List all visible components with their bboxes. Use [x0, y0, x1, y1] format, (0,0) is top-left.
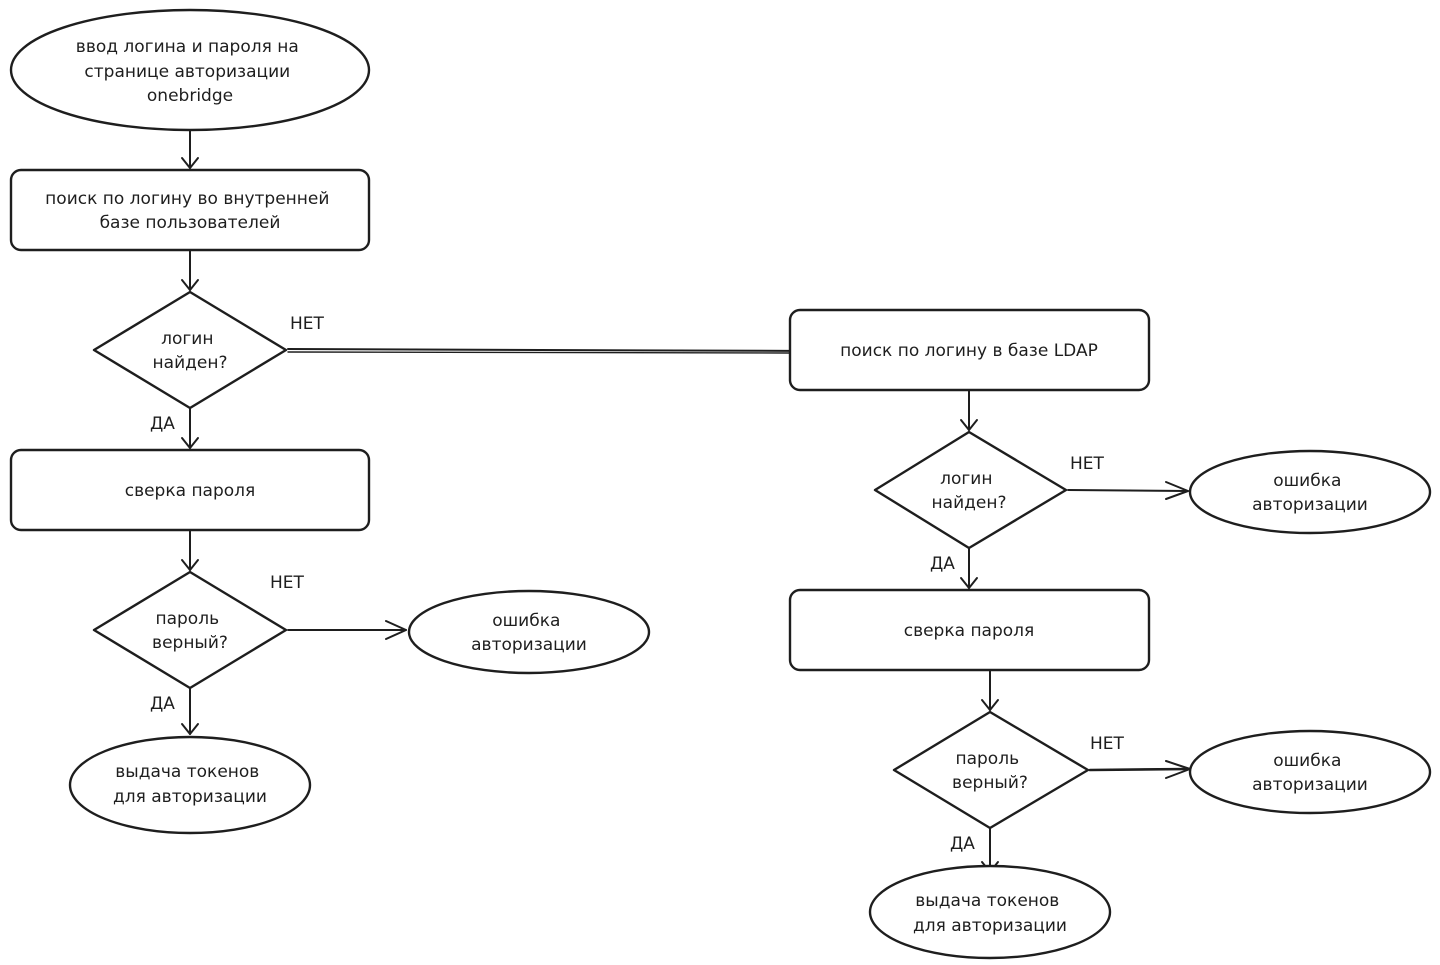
connector-pw-ok-internal-yes-to-tokens — [181, 687, 199, 735]
label-no-found-internal: НЕТ — [290, 314, 325, 334]
error-ldap-login-text: ошибка авторизации — [1252, 471, 1368, 515]
pw-ok-ldap-text: пароль верный? — [952, 749, 1028, 793]
error-ldap-login-ellipse — [1188, 449, 1432, 535]
pw-ok-ldap-diamond — [892, 710, 1090, 830]
connector-found-ldap-yes-to-check-pw — [960, 547, 978, 589]
check-pw-ldap-text: сверка пароля — [904, 621, 1035, 641]
search-ldap-box — [788, 308, 1151, 392]
found-ldap-diamond — [873, 430, 1068, 550]
pw-ok-internal-text: пароль верный? — [152, 609, 228, 653]
connector-pw-ok-ldap-no-to-error — [1088, 760, 1192, 779]
shapes — [9, 8, 1432, 960]
error-internal-text: ошибка авторизации — [471, 611, 587, 655]
label-yes-pw-ldap: ДА — [950, 834, 975, 854]
node-texts: ввод логина и пароля на странице авториз… — [45, 37, 1368, 936]
connector-found-ldap-no-to-error — [1067, 481, 1189, 500]
connector-found-internal-no-to-search-ldap — [287, 340, 817, 361]
found-ldap-text: логин найден? — [932, 469, 1007, 513]
label-no-found-ldap: НЕТ — [1070, 454, 1105, 474]
check-pw-internal-text: сверка пароля — [125, 481, 256, 501]
connector-pw-ok-internal-no-to-error — [287, 620, 407, 640]
label-no-pw-internal: НЕТ — [270, 573, 305, 593]
pw-ok-internal-diamond — [92, 570, 288, 690]
search-internal-text: поиск по логину во внутренней базе польз… — [45, 189, 335, 233]
found-internal-diamond — [92, 290, 288, 410]
connector-start-to-search-internal — [181, 129, 199, 169]
search-ldap-text: поиск по логину в базе LDAP — [840, 341, 1098, 361]
label-yes-found-internal: ДА — [150, 414, 175, 434]
connector-check-pw-internal-to-pw-ok — [181, 529, 199, 571]
label-yes-found-ldap: ДА — [930, 554, 955, 574]
tokens-ldap-ellipse — [868, 864, 1112, 960]
label-no-pw-ldap: НЕТ — [1090, 734, 1125, 754]
tokens-internal-ellipse — [68, 735, 312, 835]
label-yes-pw-internal: ДА — [150, 694, 175, 714]
error-ldap-pw-text: ошибка авторизации — [1252, 751, 1368, 795]
connector-check-pw-ldap-to-pw-ok — [981, 669, 999, 711]
found-internal-text: логин найден? — [153, 329, 228, 373]
check-pw-internal-box — [9, 448, 371, 532]
error-internal-ellipse — [407, 589, 651, 675]
connector-search-internal-to-found-internal — [181, 249, 199, 291]
connector-found-internal-yes-to-check-pw — [181, 407, 199, 449]
search-internal-box — [9, 168, 371, 252]
error-ldap-pw-ellipse — [1188, 729, 1432, 815]
check-pw-ldap-box — [788, 588, 1151, 672]
tokens-internal-text: выдача токенов для авторизации — [113, 762, 267, 807]
start-text: ввод логина и пароля на странице авториз… — [76, 37, 304, 106]
tokens-ldap-text: выдача токенов для авторизации — [913, 891, 1067, 936]
edge-labels: НЕТ ДА НЕТ ДА НЕТ ДА НЕТ ДА — [150, 314, 1125, 854]
start-ellipse — [9, 8, 371, 132]
connector-search-ldap-to-found-ldap — [960, 389, 978, 431]
